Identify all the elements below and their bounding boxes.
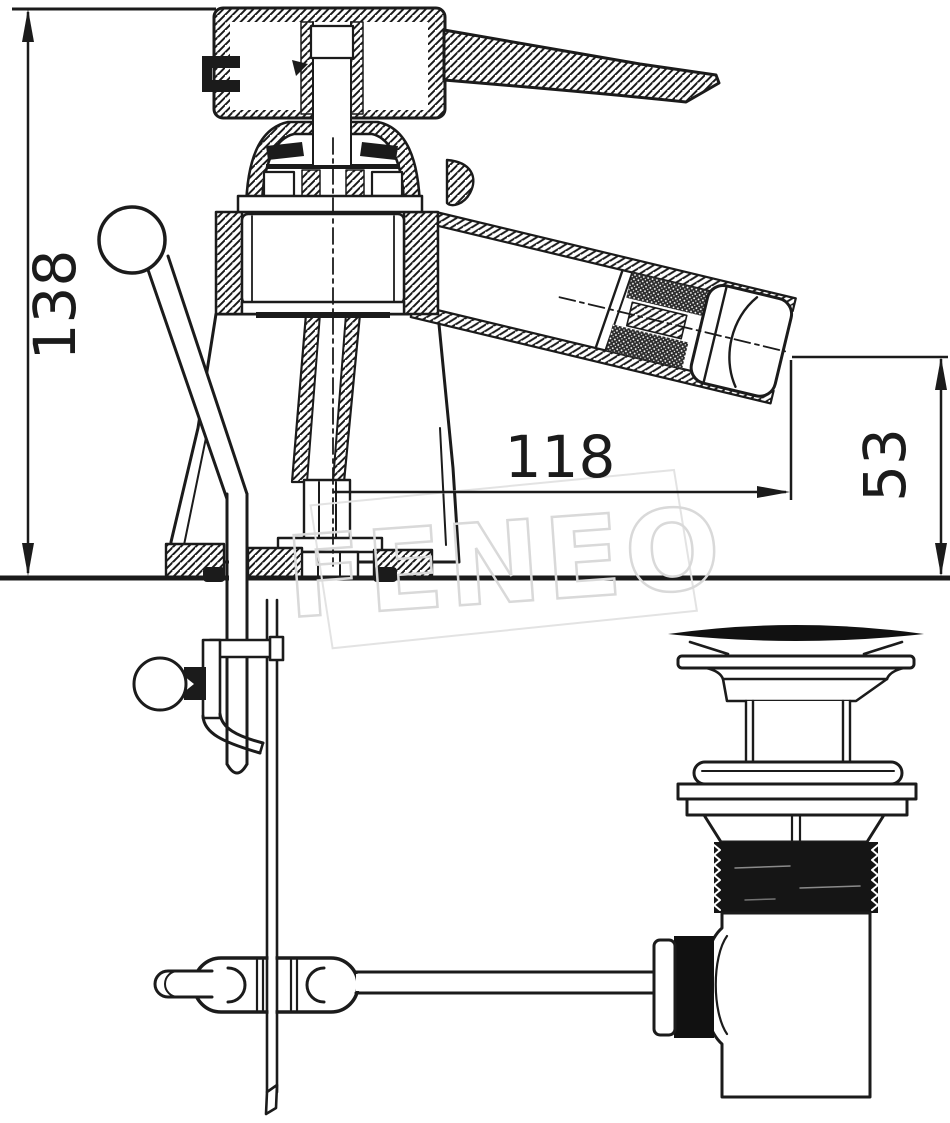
watermark-text: FENEO	[282, 484, 728, 644]
linkage-coupler	[153, 956, 360, 1014]
arrow-up-icon	[935, 357, 947, 390]
faucet-spout	[409, 210, 797, 405]
clamp-bracket	[201, 635, 285, 755]
arrow-up-icon	[22, 9, 34, 42]
cartridge-housing	[214, 210, 440, 318]
dim-118-label: 118	[505, 423, 616, 491]
dimension-spout-reach: 118	[333, 360, 793, 500]
rod-gland-nut	[674, 936, 714, 1038]
watermark: FENEO	[281, 468, 730, 650]
handle-cap	[202, 6, 447, 166]
dim-53-label: 53	[851, 428, 919, 502]
drain-threads	[713, 842, 879, 913]
drain-hex-nut	[702, 813, 886, 844]
lever-handle	[442, 28, 721, 104]
body-side-flange	[445, 158, 475, 207]
arrow-right-icon	[757, 486, 790, 498]
lower-knob	[132, 656, 188, 712]
dimension-outlet-height: 53	[792, 355, 948, 576]
thin-link-rod	[264, 598, 279, 1116]
bonnet-dome	[236, 120, 424, 214]
dimension-overall-height: 138	[12, 7, 216, 576]
drain-cap	[668, 625, 924, 641]
pop-up-rod-assembly	[97, 205, 658, 1116]
drain-assembly-drawing	[652, 625, 924, 1099]
drain-body	[701, 911, 872, 1099]
pull-knob	[97, 205, 167, 275]
dim-138-label: 138	[21, 250, 89, 361]
arrow-down-icon	[935, 543, 947, 576]
knob-clevis	[184, 667, 206, 700]
arrow-down-icon	[22, 543, 34, 576]
horizontal-actuator-rod	[354, 970, 658, 995]
